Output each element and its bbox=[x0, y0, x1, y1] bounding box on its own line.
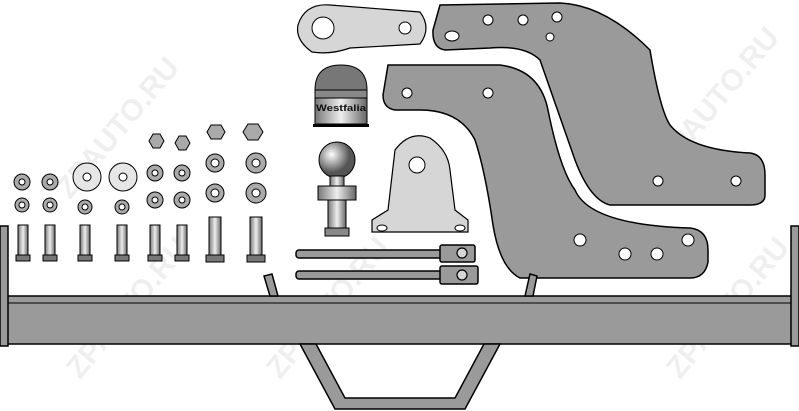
nuts bbox=[148, 123, 264, 151]
plate-holes bbox=[444, 11, 742, 187]
ball-mount-bracket bbox=[371, 135, 469, 233]
bolts bbox=[15, 216, 266, 263]
left-mounting-plate bbox=[382, 64, 709, 279]
ball-cover: Westfalia bbox=[313, 64, 369, 127]
mounting-rods bbox=[295, 244, 479, 285]
plate-holes bbox=[401, 87, 695, 261]
tow-ball bbox=[317, 141, 357, 237]
socket-plate bbox=[296, 4, 427, 54]
right-mounting-plate bbox=[432, 2, 766, 206]
ball-cover-label: Westfalia bbox=[316, 103, 367, 113]
washers bbox=[13, 152, 267, 215]
crossbar bbox=[0, 225, 799, 410]
